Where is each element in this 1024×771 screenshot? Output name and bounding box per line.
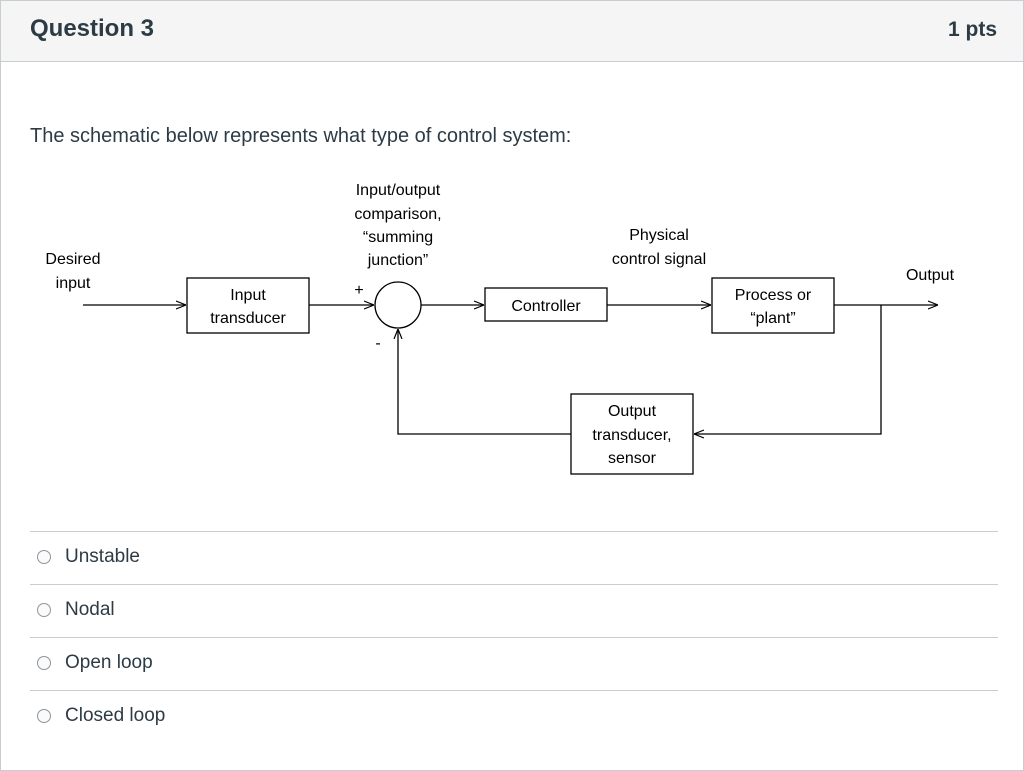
- output-transducer-label: Output: [608, 403, 657, 420]
- radio-button[interactable]: [37, 603, 51, 617]
- output-label: Output: [906, 267, 955, 284]
- desired-input-label-2: input: [56, 275, 91, 292]
- output-transducer-label-3: sensor: [608, 450, 657, 467]
- physical-signal-label: Physical: [629, 227, 689, 244]
- controller-label: Controller: [511, 298, 581, 315]
- summing-junction-label: Input/output: [356, 182, 441, 199]
- radio-button[interactable]: [37, 709, 51, 723]
- plus-sign: +: [354, 282, 363, 299]
- controller-box: [484, 287, 608, 322]
- arrow-to-sensor: [694, 305, 882, 434]
- input-transducer-label-2: transducer: [210, 310, 286, 327]
- answer-label: Nodal: [65, 599, 115, 620]
- process-box: [711, 277, 835, 334]
- answer-list: Unstable Nodal Open loop Closed loop: [30, 531, 998, 743]
- output-transducer-label-2: transducer,: [592, 427, 671, 444]
- control-system-diagram: Desired input Input/output comparison, “…: [45, 182, 955, 475]
- output-transducer-box: [570, 393, 694, 475]
- answer-label: Closed loop: [65, 705, 166, 726]
- summing-junction-label-2: comparison,: [354, 206, 441, 223]
- radio-button[interactable]: [37, 550, 51, 564]
- minus-sign: -: [375, 335, 380, 352]
- arrow-feedback: [398, 329, 571, 435]
- answer-label: Unstable: [65, 546, 140, 567]
- answer-label: Open loop: [65, 652, 153, 673]
- answer-option[interactable]: Open loop: [30, 637, 998, 690]
- summing-junction-label-3: “summing: [363, 229, 433, 246]
- summing-junction-label-4: junction”: [367, 252, 428, 269]
- question-points: 1 pts: [947, 18, 997, 41]
- summing-junction: [374, 281, 422, 329]
- answer-option[interactable]: Nodal: [30, 584, 998, 637]
- radio-button[interactable]: [37, 656, 51, 670]
- question-title: Question 3: [30, 15, 155, 42]
- answer-option[interactable]: Closed loop: [30, 690, 998, 743]
- physical-signal-label-2: control signal: [612, 251, 706, 268]
- answer-option[interactable]: Unstable: [30, 531, 998, 584]
- process-label: Process or: [735, 287, 812, 304]
- question-text: The schematic below represents what type…: [30, 125, 572, 147]
- process-label-2: “plant”: [750, 310, 795, 327]
- input-transducer-box: [186, 277, 310, 334]
- question-header: Question 3 1 pts: [1, 1, 1023, 62]
- input-transducer-label: Input: [230, 287, 266, 304]
- desired-input-label: Desired: [45, 251, 100, 268]
